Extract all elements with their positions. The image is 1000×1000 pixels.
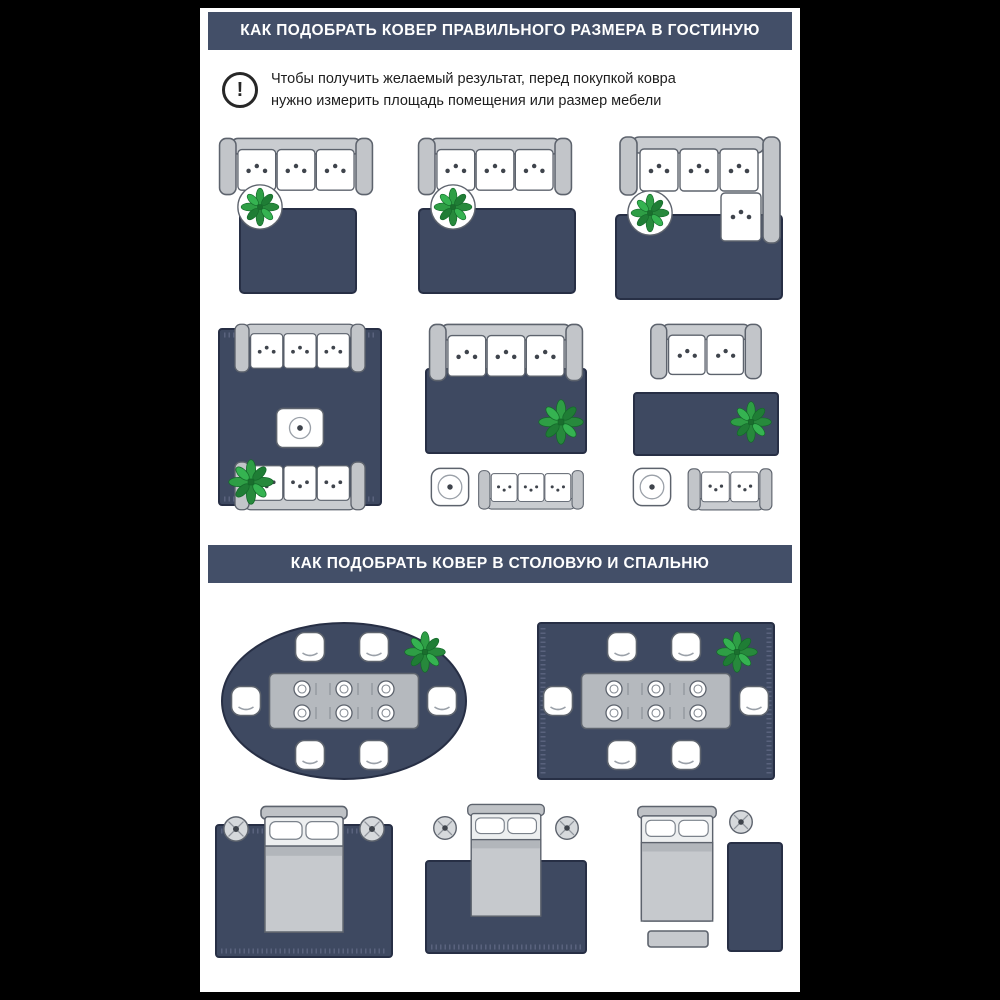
living-section-header: КАК ПОДОБРАТЬ КОВЕР ПРАВИЛЬНОГО РАЗМЕРА …	[208, 12, 792, 50]
bed-icon	[260, 805, 348, 933]
bedside-stool-icon	[555, 815, 579, 840]
rug-shape	[418, 207, 576, 294]
bed-bench-icon	[647, 930, 709, 948]
diagram-two-sofas-rug-under-front	[425, 323, 587, 510]
sofa-icon	[428, 323, 584, 382]
bed-icon	[637, 805, 717, 922]
chair-icon	[738, 685, 770, 717]
plant-icon	[238, 185, 282, 229]
bedside-stool-icon	[223, 816, 249, 842]
chair-icon	[294, 739, 326, 771]
chair-icon	[670, 631, 702, 663]
diagram-two-sofas-small-rug	[632, 323, 779, 511]
diagram-dining-oval-rug	[221, 621, 467, 780]
chair-icon	[606, 631, 638, 663]
chair-icon	[230, 685, 262, 717]
note-line-1: Чтобы получить желаемый результат, перед…	[271, 71, 676, 87]
sofa-icon	[234, 323, 366, 373]
bedroom-diagram-row	[212, 801, 788, 961]
exclamation-circle-icon: !	[222, 72, 258, 109]
diagram-corner-sofa-with-wide-rug	[615, 136, 783, 300]
chair-icon	[426, 685, 458, 717]
dining-section-title: КАК ПОДОБРАТЬ КОВЕР В СТОЛОВУЮ И СПАЛЬНЮ	[290, 554, 710, 572]
chair-icon	[294, 631, 326, 663]
sofa-icon	[417, 137, 573, 196]
living-diagram-row-2	[214, 323, 786, 511]
diagram-dining-rect-rug	[537, 621, 775, 780]
living-diagram-row-1	[214, 133, 786, 305]
sofa-icon	[687, 468, 773, 511]
side-table-icon	[632, 467, 672, 507]
diagram-bed-with-side-runner-rug	[637, 805, 783, 952]
dining-section-header: КАК ПОДОБРАТЬ КОВЕР В СТОЛОВУЮ И СПАЛЬНЮ	[208, 544, 792, 583]
note-line-2: нужно измерить площадь помещения или раз…	[271, 93, 662, 110]
coffee-table-icon	[275, 407, 325, 449]
sofa-icon	[218, 137, 374, 196]
chair-icon	[670, 739, 702, 771]
note-text: Чтобы получить желаемый результат, перед…	[271, 68, 676, 113]
sofa-icon	[650, 323, 762, 380]
bedside-stool-icon	[359, 816, 385, 842]
diagram-bed-fully-on-rug	[215, 805, 393, 958]
bedside-stool-icon	[433, 815, 457, 840]
diagram-sofa-with-equal-width-rug	[417, 137, 576, 294]
chair-icon	[358, 739, 390, 771]
plant-icon	[431, 185, 475, 229]
chair-icon	[358, 631, 390, 663]
diagram-sofa-with-narrow-rug	[218, 137, 374, 294]
exclamation-glyph: !	[236, 79, 244, 102]
bed-icon	[467, 803, 545, 917]
sofa-icon	[478, 470, 584, 510]
plant-icon	[628, 191, 672, 235]
diagram-bed-lower-part-on-rug	[425, 803, 587, 954]
content-panel: КАК ПОДОБРАТЬ КОВЕР ПРАВИЛЬНОГО РАЗМЕРА …	[200, 8, 800, 992]
chair-icon	[542, 685, 574, 717]
living-section-title: КАК ПОДОБРАТЬ КОВЕР ПРАВИЛЬНОГО РАЗМЕРА …	[240, 22, 760, 39]
diagram-two-sofas-large-square-rug	[218, 323, 382, 511]
rug-shape	[727, 841, 783, 952]
side-table-icon	[430, 467, 470, 507]
corner-sofa-icon	[619, 136, 781, 244]
bedside-stool-icon	[729, 809, 753, 834]
rug-shape	[239, 207, 357, 294]
note-block: ! Чтобы получить желаемый результат, пер…	[222, 68, 800, 113]
dining-table-icon	[268, 672, 420, 730]
chair-icon	[606, 739, 638, 771]
dining-table-icon	[580, 672, 732, 730]
dining-diagram-row	[216, 619, 784, 783]
